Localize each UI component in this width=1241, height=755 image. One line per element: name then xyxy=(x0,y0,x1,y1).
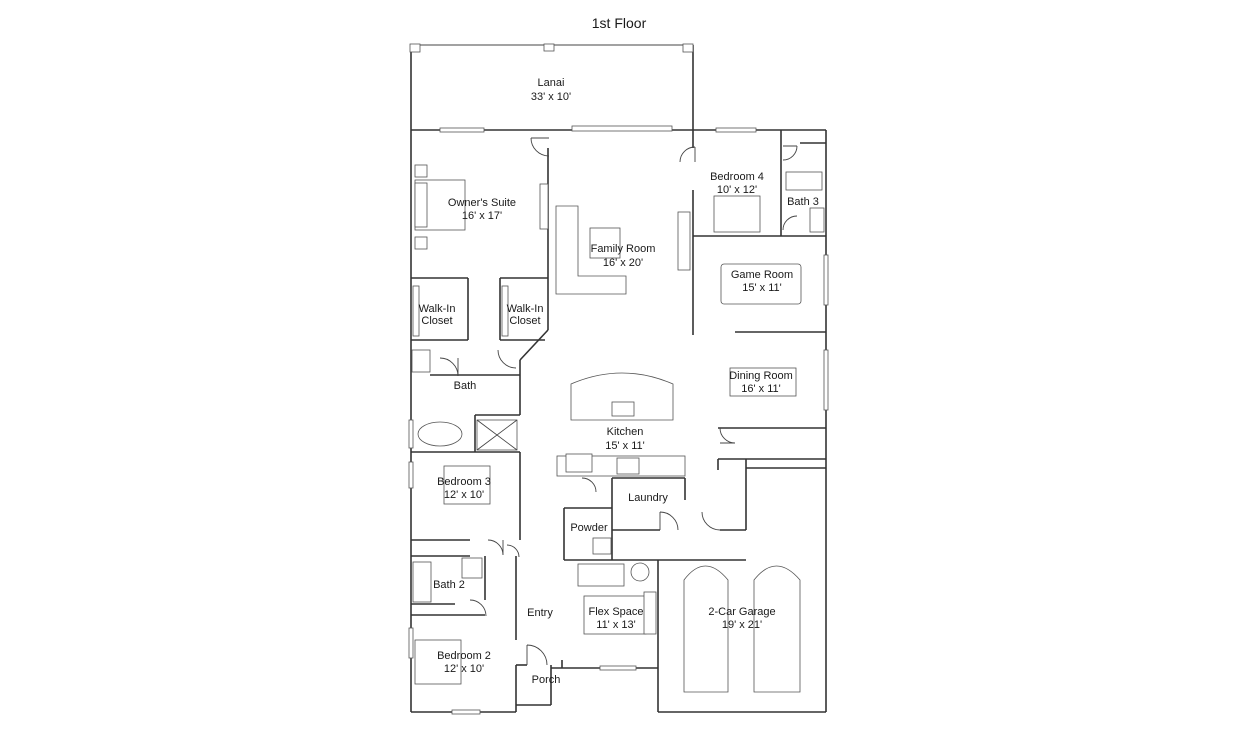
room-name: Bedroom 4 xyxy=(710,171,764,183)
room-label-family-room: Family Room 16' x 20' xyxy=(591,243,656,269)
room-name: Porch xyxy=(532,674,561,686)
room-label-entry: Entry xyxy=(527,607,553,619)
room-label-bath-3: Bath 3 xyxy=(787,196,819,208)
room-dims: 15' x 11' xyxy=(605,440,644,452)
room-label-walk-in-closet-left: Walk-In Closet xyxy=(419,303,456,327)
room-label-bath: Bath xyxy=(454,380,477,392)
room-label-garage: 2-Car Garage 19' x 21' xyxy=(708,606,775,631)
room-label-powder: Powder xyxy=(570,522,608,534)
room-dims: 12' x 10' xyxy=(444,663,484,675)
room-dims: 16' x 11' xyxy=(741,383,780,395)
room-dims: Closet xyxy=(509,315,540,327)
room-dims: 16' x 17' xyxy=(462,210,502,222)
room-label-dining-room: Dining Room 16' x 11' xyxy=(729,370,793,395)
room-label-lanai: Lanai 33' x 10' xyxy=(531,77,571,103)
room-name: Bedroom 2 xyxy=(437,650,491,662)
room-dims: 10' x 12' xyxy=(717,184,757,196)
room-name: Flex Space xyxy=(588,606,643,618)
room-name: Dining Room xyxy=(729,370,793,382)
windows xyxy=(408,125,829,715)
doors xyxy=(439,137,798,666)
room-dims: 16' x 20' xyxy=(603,257,643,269)
room-name: Entry xyxy=(527,607,553,619)
room-label-owners-suite: Owner's Suite 16' x 17' xyxy=(448,197,516,222)
room-dims: 33' x 10' xyxy=(531,91,571,103)
room-name: Bath 3 xyxy=(787,196,819,208)
room-name: Bedroom 3 xyxy=(437,476,491,488)
room-name: Lanai xyxy=(538,77,565,89)
room-label-walk-in-closet-right: Walk-In Closet xyxy=(507,303,544,327)
room-label-bedroom-3: Bedroom 3 12' x 10' xyxy=(437,476,491,501)
room-name: Laundry xyxy=(628,492,668,504)
room-name: 2-Car Garage xyxy=(708,606,775,618)
room-label-game-room: Game Room 15' x 11' xyxy=(731,269,793,294)
room-label-bath-2: Bath 2 xyxy=(433,579,465,591)
room-dims: 11' x 13' xyxy=(596,619,635,631)
room-dims: Closet xyxy=(421,315,452,327)
room-name: Walk-In xyxy=(507,303,544,315)
room-label-bedroom-2: Bedroom 2 12' x 10' xyxy=(437,650,491,675)
room-name: Bath xyxy=(454,380,477,392)
room-name: Walk-In xyxy=(419,303,456,315)
room-label-porch: Porch xyxy=(532,674,561,686)
room-dims: 12' x 10' xyxy=(444,489,484,501)
floor-title: 1st Floor xyxy=(592,15,647,31)
furniture xyxy=(411,164,825,693)
room-name: Bath 2 xyxy=(433,579,465,591)
room-label-laundry: Laundry xyxy=(628,492,668,504)
interior-walls xyxy=(411,130,826,668)
room-name: Game Room xyxy=(731,269,793,281)
room-label-bedroom-4: Bedroom 4 10' x 12' xyxy=(710,171,764,196)
room-label-flex-space: Flex Space 11' x 13' xyxy=(588,606,643,631)
room-dims: 15' x 11' xyxy=(742,282,781,294)
room-name: Family Room xyxy=(591,243,656,255)
room-name: Powder xyxy=(570,522,608,534)
room-name: Owner's Suite xyxy=(448,197,516,209)
lanai-outline xyxy=(409,43,694,130)
room-label-kitchen: Kitchen 15' x 11' xyxy=(605,426,644,452)
room-dims: 19' x 21' xyxy=(722,619,762,631)
room-name: Kitchen xyxy=(607,426,644,438)
